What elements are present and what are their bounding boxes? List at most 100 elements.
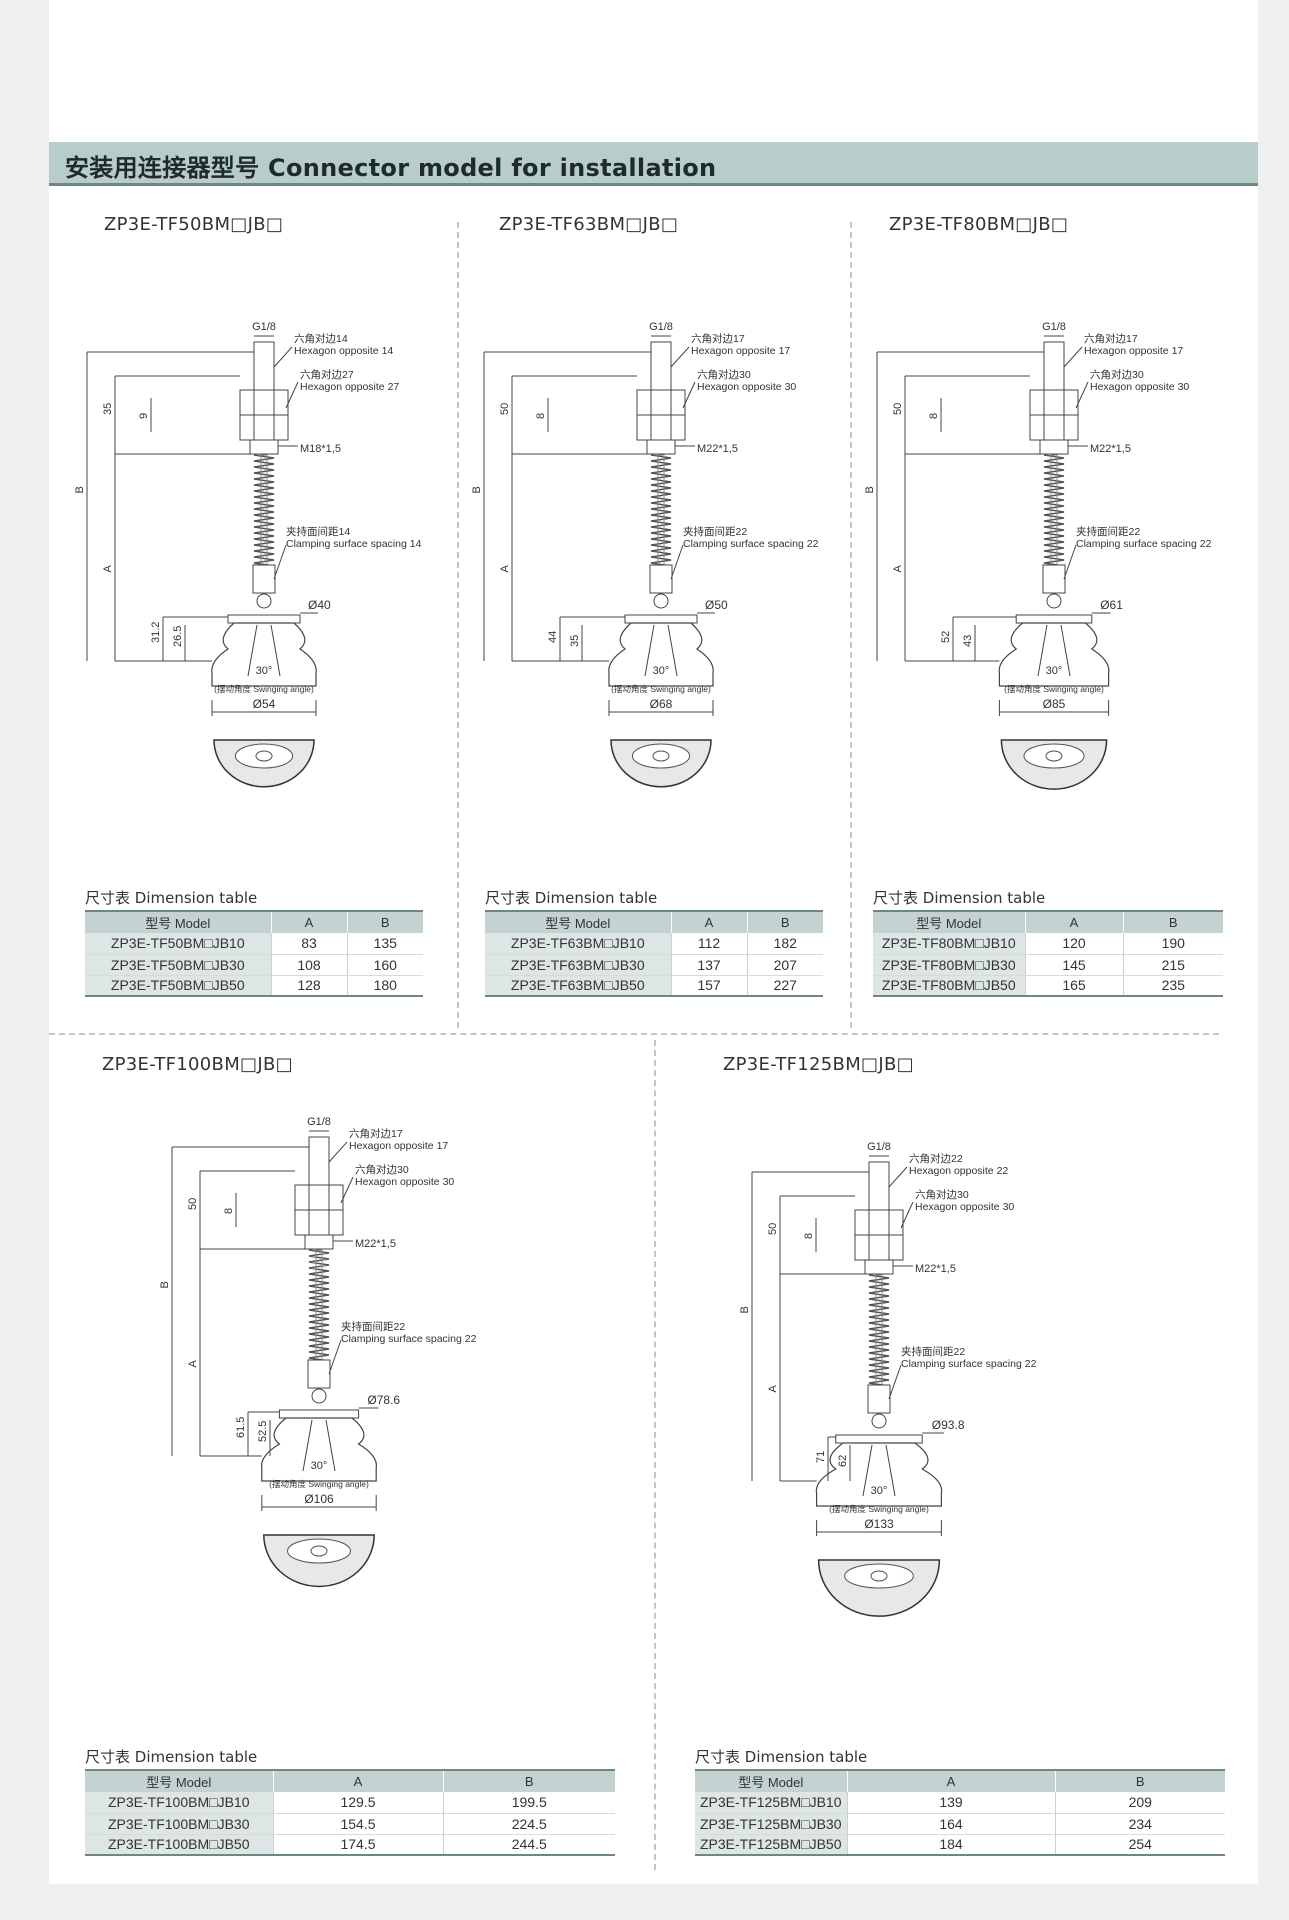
leader-line <box>670 544 684 580</box>
lock-washer <box>304 1234 334 1250</box>
thread-label: G1/8 <box>1042 321 1066 333</box>
cell-model: ZP3E-TF50BM□JB10 <box>85 933 271 955</box>
dimension-top: 35 <box>102 403 114 415</box>
cell-b: 215 <box>1122 954 1223 976</box>
lock-washer <box>646 439 676 455</box>
dimension-table-title: 尺寸表 Dimension table <box>873 889 1046 907</box>
top-flange <box>835 1434 923 1444</box>
hexagon-label: Hexagon opposite 30 <box>1090 381 1189 393</box>
cell-a: 112 <box>670 933 747 955</box>
table-header: 型号 Model <box>695 1769 847 1792</box>
hexagon-label: Hexagon opposite 17 <box>1084 345 1183 357</box>
hexagon-label: 六角对边27 <box>300 368 354 381</box>
cell-a: 154.5 <box>272 1813 443 1835</box>
table-header: B <box>1122 910 1223 933</box>
hexagon-label: Hexagon opposite 30 <box>915 1201 1014 1213</box>
spring <box>253 454 275 570</box>
angle-label: 30° <box>311 1460 328 1472</box>
dimension-hex: 8 <box>535 413 547 419</box>
dimension-a: A <box>187 1360 199 1368</box>
swing-label: (摆动角度 Swinging angle) <box>1004 684 1104 694</box>
diameter-label: Ø40 <box>308 598 331 612</box>
dimension-b: B <box>159 1281 171 1288</box>
cell-model: ZP3E-TF63BM□JB30 <box>485 954 671 976</box>
hexagon-label: Hexagon opposite 22 <box>909 1165 1008 1177</box>
cell-a: 129.5 <box>272 1792 443 1814</box>
dimension-low: 44 <box>547 631 559 643</box>
angle-line <box>1037 624 1048 677</box>
suction-cup <box>260 1417 378 1482</box>
thread-label: G1/8 <box>252 321 276 333</box>
thread-label: M22*1,5 <box>355 1238 396 1250</box>
table-header: A <box>670 910 747 933</box>
model-title: ZP3E-TF100BM□JB□ <box>102 1054 293 1075</box>
leader-line <box>670 346 690 368</box>
leader-line <box>340 1176 354 1204</box>
model-title: ZP3E-TF50BM□JB□ <box>104 214 284 235</box>
thread-label: M22*1,5 <box>915 1263 956 1275</box>
cell-b: 235 <box>1122 975 1223 997</box>
thread-label: G1/8 <box>307 1116 331 1128</box>
dimension-low: 35 <box>569 635 581 647</box>
angle-line <box>302 1419 313 1472</box>
top-flange <box>1015 614 1093 624</box>
divider <box>850 222 852 1028</box>
diameter-label: Ø106 <box>304 1492 334 1506</box>
cell-model: ZP3E-TF125BM□JB10 <box>695 1792 847 1814</box>
table-header: B <box>346 910 423 933</box>
pipe-fitting <box>253 341 275 391</box>
pipe-fitting <box>650 341 672 391</box>
dimension-low: 52 <box>940 631 952 643</box>
clamping-label: Clamping surface spacing 22 <box>341 1333 477 1345</box>
thread-label: G1/8 <box>867 1141 891 1153</box>
cell-model: ZP3E-TF50BM□JB30 <box>85 954 271 976</box>
suction-cup <box>211 622 317 687</box>
cell-a: 184 <box>846 1834 1055 1856</box>
hexagon-label: Hexagon opposite 30 <box>697 381 796 393</box>
cell-model: ZP3E-TF63BM□JB50 <box>485 975 671 997</box>
dimension-low: 62 <box>837 1455 849 1467</box>
dimension-b: B <box>864 486 876 493</box>
pipe-fitting <box>308 1136 330 1186</box>
table-header: B <box>1054 1769 1225 1792</box>
model-title: ZP3E-TF125BM□JB□ <box>723 1054 914 1075</box>
cup-bottom-hole <box>310 1545 328 1557</box>
diameter-label: Ø85 <box>1043 697 1066 711</box>
angle-line <box>644 624 655 677</box>
clamp-nut <box>252 564 276 594</box>
swing-label: (摆动角度 Swinging angle) <box>269 1479 369 1489</box>
clamping-label: 夹持面间距22 <box>683 525 747 538</box>
section-header: 安装用连接器型号 Connector model for installatio… <box>49 142 1258 186</box>
ball-joint <box>1046 593 1062 609</box>
cell-a: 145 <box>1024 954 1123 976</box>
dimension-low: 26.5 <box>172 626 184 647</box>
table-header: B <box>746 910 823 933</box>
dimension-table-title: 尺寸表 Dimension table <box>695 1748 868 1766</box>
dimension-b: B <box>74 486 86 493</box>
hexagon-label: 六角对边17 <box>349 1127 403 1140</box>
angle-line <box>247 624 258 677</box>
cell-a: 108 <box>270 954 347 976</box>
pipe-fitting <box>1043 341 1065 391</box>
diameter-label: Ø61 <box>1100 598 1123 612</box>
divider <box>457 222 459 1028</box>
dimension-b: B <box>471 486 483 493</box>
cell-model: ZP3E-TF50BM□JB50 <box>85 975 271 997</box>
leader-line <box>285 381 299 409</box>
top-flange <box>227 614 301 624</box>
cup-bottom-hole <box>652 750 670 762</box>
suction-cup <box>815 1442 943 1507</box>
catalog-page: 安装用连接器型号 Connector model for installatio… <box>49 0 1258 1884</box>
